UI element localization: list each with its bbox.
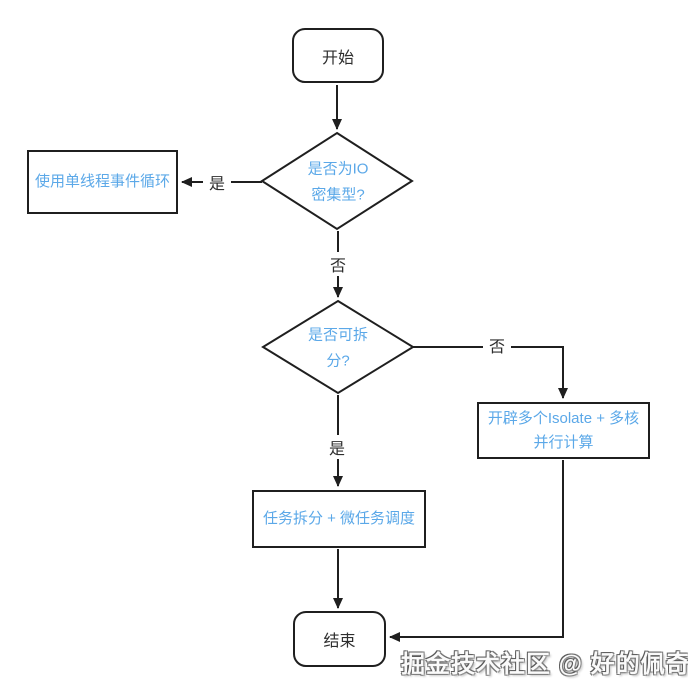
isolate-line1: 开辟多个Isolate + 多核 <box>487 410 640 428</box>
edge-label-split-yes: 是 <box>322 435 352 459</box>
isolate-line2: 并行计算 <box>533 433 594 451</box>
task-split-node[interactable]: 任务拆分 + 微任务调度 <box>252 490 426 548</box>
end-node-label: 结束 <box>323 633 356 650</box>
single-thread-node[interactable]: 使用单线程事件循环 <box>27 150 178 214</box>
edge-isolate-to-end <box>389 460 564 642</box>
edge-split-no-to-isolate <box>413 346 568 399</box>
decision-io-diamond[interactable] <box>260 131 414 231</box>
isolate-node[interactable]: 开辟多个Isolate + 多核 并行计算 <box>477 402 650 459</box>
start-node[interactable]: 开始 <box>292 28 384 83</box>
watermark: 掘金技术社区 @ 好的佩奇 <box>401 651 688 678</box>
isolate-node-text: 开辟多个Isolate + 多核 并行计算 <box>488 407 639 454</box>
edge-label-io-no: 否 <box>323 252 353 276</box>
task-split-label: 任务拆分 + 微任务调度 <box>262 510 416 528</box>
decision-split-diamond[interactable] <box>261 299 415 395</box>
edge-label-io-yes: 是 <box>202 170 232 194</box>
end-node[interactable]: 结束 <box>293 611 386 667</box>
single-thread-label: 使用单线程事件循环 <box>34 173 170 191</box>
edge-label-split-no: 否 <box>482 333 512 357</box>
start-node-label: 开始 <box>321 49 354 67</box>
